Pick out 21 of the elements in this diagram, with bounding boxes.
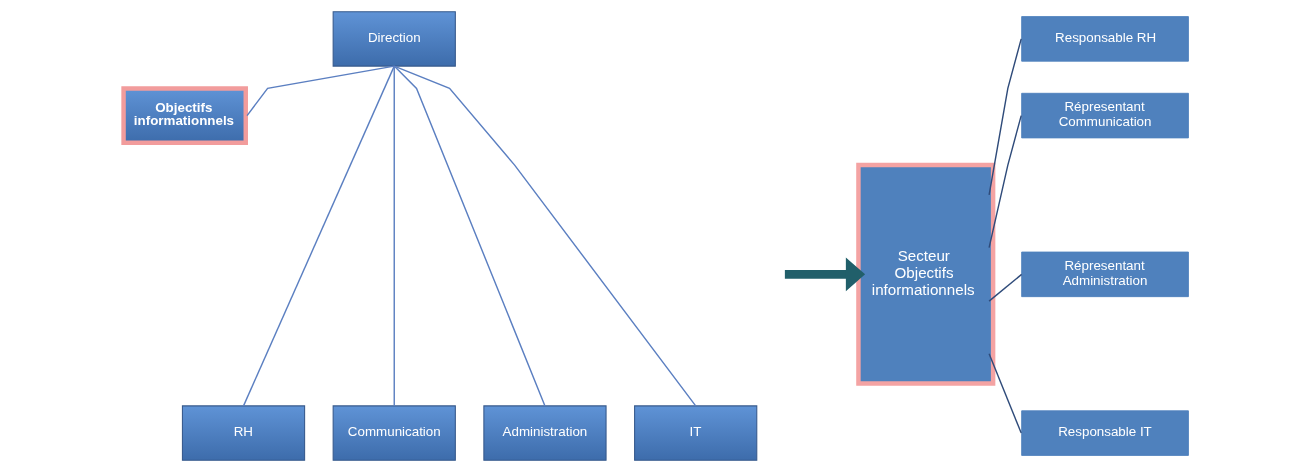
node-box: Répresentant Communication <box>1020 92 1189 139</box>
connector <box>393 65 546 407</box>
node-box: Responsable IT <box>1020 410 1189 456</box>
connector <box>987 353 1022 434</box>
node-box: Communication <box>332 405 456 461</box>
node-box: RH <box>181 405 305 461</box>
node-box: Responsable RH <box>1020 16 1189 62</box>
arrow <box>784 257 865 292</box>
node-box: Objectifs informationnels <box>120 86 248 146</box>
connector <box>245 65 395 117</box>
node-box: Administration <box>482 405 607 461</box>
connector <box>393 65 696 407</box>
connector <box>987 273 1022 302</box>
node-box: Direction <box>332 11 456 67</box>
connector <box>393 65 395 407</box>
node-box: Répresentant Administration <box>1020 251 1189 298</box>
connector <box>242 65 395 407</box>
connector <box>987 114 1022 249</box>
connector <box>987 38 1022 196</box>
node-box: IT <box>633 405 757 461</box>
node-box: Secteur Objectifs informationnels <box>855 162 995 386</box>
